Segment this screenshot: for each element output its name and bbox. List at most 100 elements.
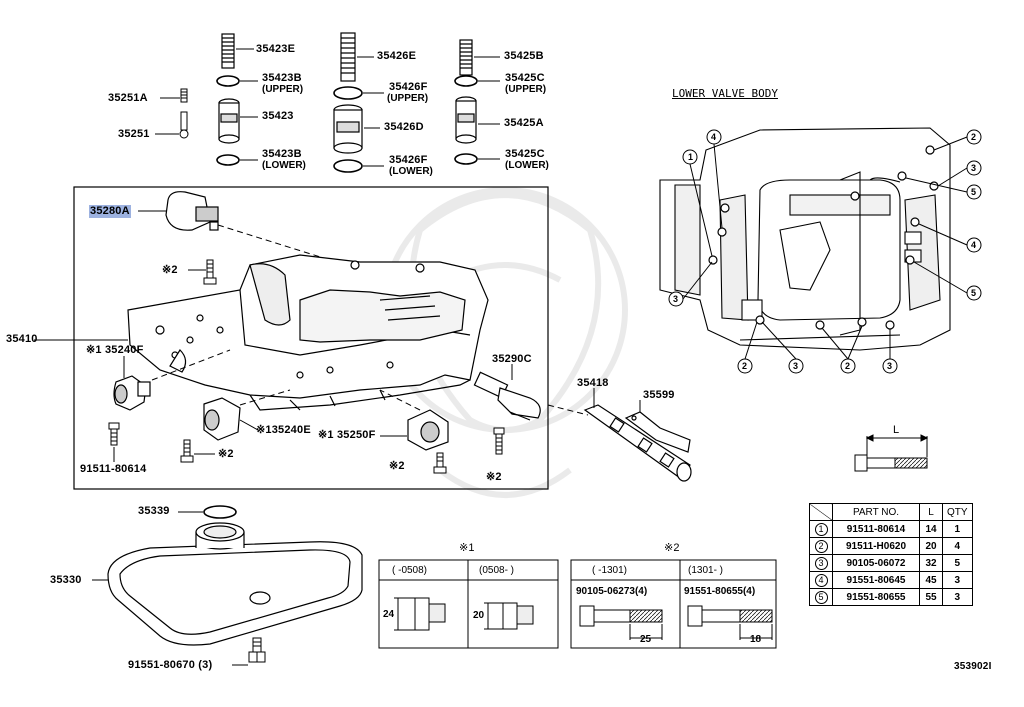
table-header-corner xyxy=(809,503,833,521)
note1-solenoid-20 xyxy=(484,602,534,630)
label-35251A: 35251A xyxy=(108,92,148,104)
label-35425B: 35425B xyxy=(504,50,544,62)
label-35425C-lower: 35425C xyxy=(505,148,545,160)
index-circle: 1 xyxy=(814,522,828,536)
tag-lower-1: (LOWER) xyxy=(262,160,306,171)
ball-35251 xyxy=(179,111,189,139)
table-cell-index: 1 xyxy=(809,520,833,538)
tag-lower-3: (LOWER) xyxy=(505,160,549,171)
callout-3-bottom-b: 3 xyxy=(887,361,893,371)
note1-title: ※1 xyxy=(459,542,475,554)
spring-35425B xyxy=(459,39,473,76)
pin-35251A xyxy=(180,88,188,103)
label-91511-80614: 91511-80614 xyxy=(80,463,147,475)
solenoid-35280A xyxy=(165,191,219,231)
table-header-row: PART NO. L QTY xyxy=(809,503,973,521)
note2-part-90105-06273: 90105-06273(4) xyxy=(576,586,648,597)
valve-35423 xyxy=(218,98,240,144)
table-cell-length: 32 xyxy=(919,554,943,572)
bolt-star2-bottom xyxy=(433,452,447,474)
oring-35423B-upper xyxy=(216,75,240,87)
bolt-star2-left xyxy=(180,439,194,463)
note1-solenoid-24 xyxy=(394,597,446,631)
bolt-star2-top xyxy=(203,259,217,285)
label-35251: 35251 xyxy=(118,128,150,140)
lower-valve-body-title: LOWER VALVE BODY xyxy=(672,87,778,100)
label-35339: 35339 xyxy=(138,505,170,517)
label-35410: 35410 xyxy=(6,333,38,345)
callout-3-left: 3 xyxy=(673,294,679,304)
valve-assembly-box xyxy=(73,186,549,490)
label-35426F-upper: 35426F xyxy=(389,81,428,93)
tag-upper-1: (UPPER) xyxy=(262,84,304,95)
note2-col2-header: (1301- ) xyxy=(688,565,724,576)
callout-3-right: 3 xyxy=(971,163,977,173)
tag-upper-3: (UPPER) xyxy=(505,84,547,95)
valve-body-35410 xyxy=(127,254,489,411)
bolt-star2-right xyxy=(493,427,505,455)
solenoid-35240E xyxy=(203,397,241,441)
callout-2-bottom-b: 2 xyxy=(845,361,851,371)
bolt-91511-80614 xyxy=(108,422,120,446)
note1-dim-20: 20 xyxy=(473,610,485,621)
label-star2-b: ※2 xyxy=(218,448,234,460)
diagram-id: 353902I xyxy=(954,661,992,672)
label-35423E: 35423E xyxy=(256,43,296,55)
solenoid-35240F xyxy=(113,375,151,411)
label-35426F-lower: 35426F xyxy=(389,154,428,166)
note1-box xyxy=(378,559,559,649)
table-header-part-no: PART NO. xyxy=(832,503,920,521)
spring-35423E xyxy=(221,33,235,69)
oring-35423B-lower xyxy=(216,154,240,166)
label-35599: 35599 xyxy=(643,389,675,401)
label-35280A-highlighted[interactable]: 35280A xyxy=(89,205,131,218)
table-cell-part-no: 90105-06072 xyxy=(832,554,920,572)
label-35426E: 35426E xyxy=(377,50,417,62)
label-35423B-upper: 35423B xyxy=(262,72,302,84)
note1-dim-24: 24 xyxy=(383,609,395,620)
label-35425C-upper: 35425C xyxy=(505,72,545,84)
label-91551-80670: 91551-80670 (3) xyxy=(128,659,213,671)
spring-35426E xyxy=(340,32,356,82)
table-header-qty: QTY xyxy=(942,503,973,521)
oring-35425C-lower xyxy=(454,153,478,165)
table-cell-part-no: 91511-80614 xyxy=(832,520,920,538)
valve-body-bolt-holes xyxy=(708,145,939,330)
table-cell-index: 5 xyxy=(809,588,833,606)
callout-4-top: 4 xyxy=(711,132,717,142)
note2-part-91551-80655: 91551-80655(4) xyxy=(684,586,756,597)
note2-dim-25: 25 xyxy=(640,634,652,645)
table-cell-qty: 3 xyxy=(942,588,973,606)
label-35240E: ※135240E xyxy=(256,424,311,436)
note2-dim-18: 18 xyxy=(750,634,762,645)
lower-valve-body-drawing xyxy=(659,127,951,351)
note1-col1-header: ( -0508) xyxy=(392,565,428,576)
label-35418: 35418 xyxy=(577,377,609,389)
table-cell-index: 2 xyxy=(809,537,833,555)
oring-35426F-lower xyxy=(333,159,363,173)
table-cell-qty: 4 xyxy=(942,537,973,555)
note2-col1-header: ( -1301) xyxy=(592,565,628,576)
label-star2-c: ※2 xyxy=(389,460,405,472)
drain-bolt-91551-80670 xyxy=(248,637,266,663)
label-35290C: 35290C xyxy=(492,353,532,365)
note1-col2-header: (0508- ) xyxy=(479,565,515,576)
label-35240F: ※1 35240F xyxy=(86,344,144,356)
label-35330: 35330 xyxy=(50,574,82,586)
index-circle: 5 xyxy=(814,590,828,604)
table-cell-part-no: 91551-80655 xyxy=(832,588,920,606)
table-cell-length: 14 xyxy=(919,520,943,538)
oring-35425C-upper xyxy=(454,75,478,87)
index-circle: 2 xyxy=(814,539,828,553)
label-35250F: ※1 35250F xyxy=(318,429,376,441)
valve-body-callouts xyxy=(668,129,982,374)
valve-35426D xyxy=(333,104,363,154)
solenoid-35290C xyxy=(473,371,541,421)
table-cell-qty: 5 xyxy=(942,554,973,572)
